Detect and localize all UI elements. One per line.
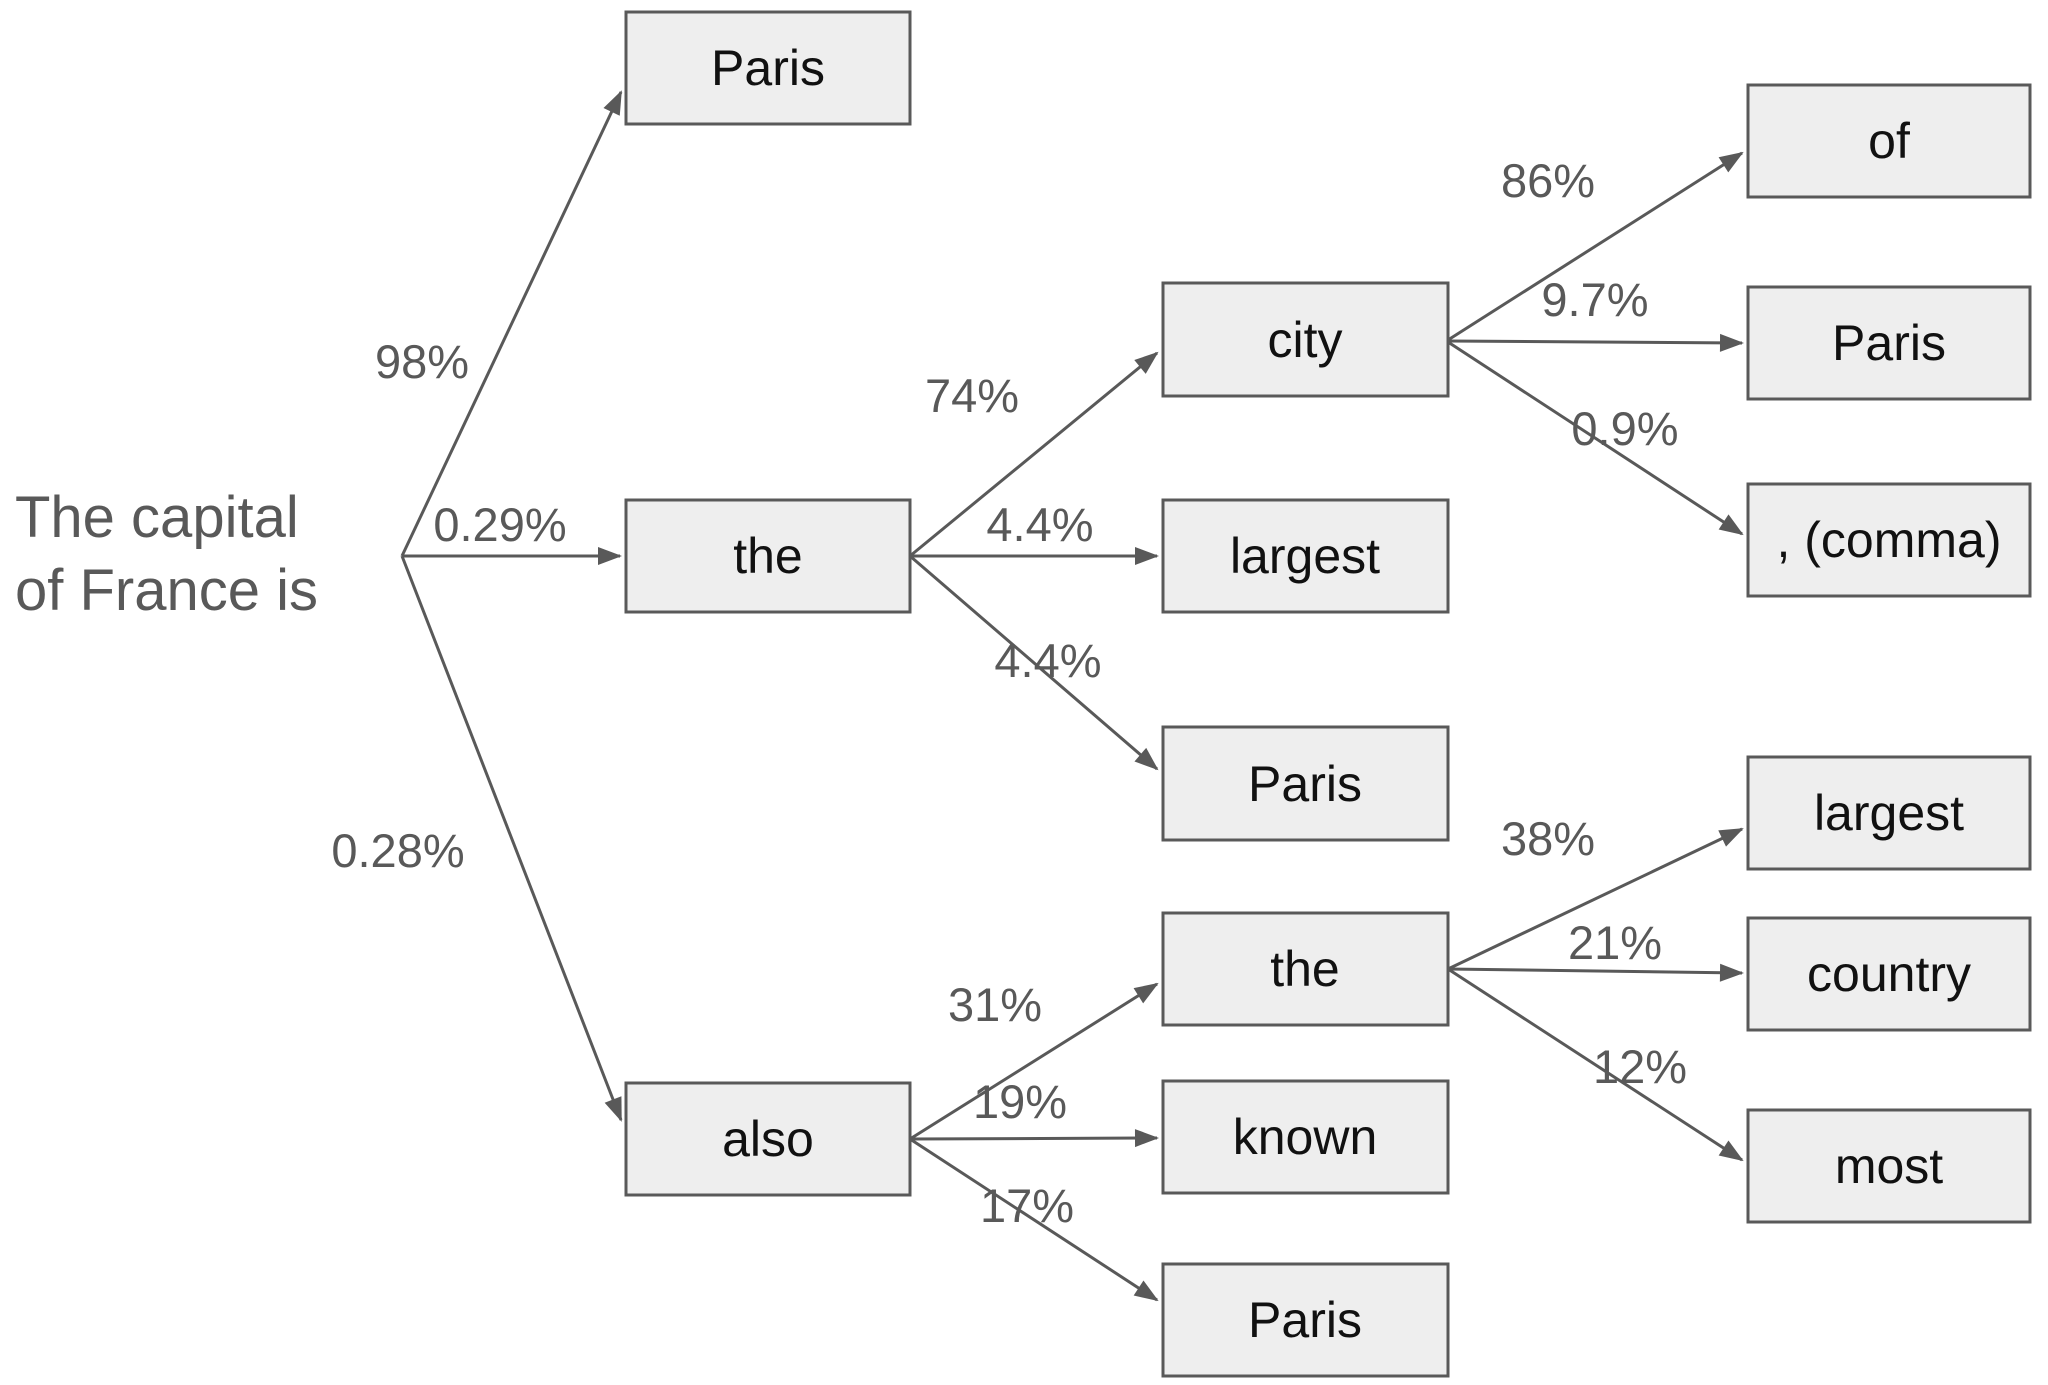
node-label-most: most [1835,1138,1943,1194]
edge-label-also-paris: 17% [980,1179,1074,1232]
edge-label-the2-most: 12% [1593,1040,1687,1093]
edge-line-also-known [909,1129,1159,1148]
node-label-known: known [1233,1109,1378,1165]
node-box-known [1161,1079,1450,1195]
edge-line-root-also [400,555,623,1122]
node-most: most [1746,1108,2032,1224]
node-box-most [1746,1108,2032,1224]
node-box-paris-bottom [1161,1262,1450,1378]
edge-line-the2-largest [1447,827,1744,971]
node-label-of: of [1868,113,1910,169]
edge-label-also-known: 19% [973,1075,1067,1128]
edge-label-the-largest: 4.4% [986,498,1093,551]
node-box-paris-mid [1161,725,1450,842]
edge-line-the2-country [1447,963,1744,982]
node-box-the-bottom [1161,911,1450,1027]
edge-line-also-paris [909,1137,1159,1302]
node-box-the-top [624,498,912,614]
node-the-bottom: the [1161,911,1450,1027]
node-largest-right: largest [1746,755,2032,871]
node-label-the-bottom: the [1270,941,1340,997]
node-box-comma [1746,482,2032,598]
node-box-largest-mid [1161,498,1450,614]
node-box-also [624,1081,912,1197]
edge-line-the-paris [909,554,1159,771]
edge-label-city-comma: 0.9% [1571,402,1678,455]
edge-label-the-paris: 4.4% [994,634,1101,687]
edge-label-also-the: 31% [948,978,1042,1031]
edge-line-city-comma [1447,340,1744,536]
edge-line-the-city [909,351,1159,558]
node-box-paris-right [1746,285,2032,401]
node-the-top: the [624,498,912,614]
node-label-paris-top: Paris [711,40,825,96]
node-label-comma: , (comma) [1777,512,2002,568]
node-box-of [1746,83,2032,199]
node-label-city: city [1268,312,1343,368]
node-paris-right: Paris [1746,285,2032,401]
node-paris-bottom: Paris [1161,1262,1450,1378]
edge-label-root-paris: 98% [375,335,469,388]
node-label-also: also [722,1111,814,1167]
edge-label-root-also: 0.28% [331,824,464,877]
edge-line-the2-most [1447,967,1744,1162]
node-label-largest-mid: largest [1230,528,1380,584]
edge-label-city-of: 86% [1501,154,1595,207]
root-prompt-line1: The capital [15,485,299,550]
node-label-country: country [1807,946,1971,1002]
node-label-paris-bottom: Paris [1248,1292,1362,1348]
root-prompt-line2: of France is [15,558,318,623]
node-known: known [1161,1079,1450,1195]
node-of: of [1746,83,2032,199]
edge-label-the-city: 74% [925,369,1019,422]
node-label-paris-mid: Paris [1248,756,1362,812]
node-label-largest-right: largest [1814,785,1964,841]
edge-line-root-paris [400,90,623,557]
node-comma: , (comma) [1746,482,2032,598]
edge-label-the2-largest: 38% [1501,812,1595,865]
edge-line-city-paris [1447,333,1744,352]
node-box-paris-top [624,10,912,126]
edge-label-the2-country: 21% [1568,916,1662,969]
node-paris-mid: Paris [1161,725,1450,842]
node-label-paris-right: Paris [1832,315,1946,371]
node-label-the-top: the [733,528,803,584]
node-also: also [624,1081,912,1197]
edge-line-also-the [909,982,1159,1141]
node-country: country [1746,916,2032,1032]
node-paris-top: Paris [624,10,912,126]
edge-label-root-the: 0.29% [433,498,566,551]
node-box-city [1161,281,1450,398]
node-largest-mid: largest [1161,498,1450,614]
edge-line-city-of [1447,151,1744,342]
node-box-country [1746,916,2032,1032]
node-city: city [1161,281,1450,398]
node-box-largest-right [1746,755,2032,871]
edge-label-city-paris: 9.7% [1541,273,1648,326]
